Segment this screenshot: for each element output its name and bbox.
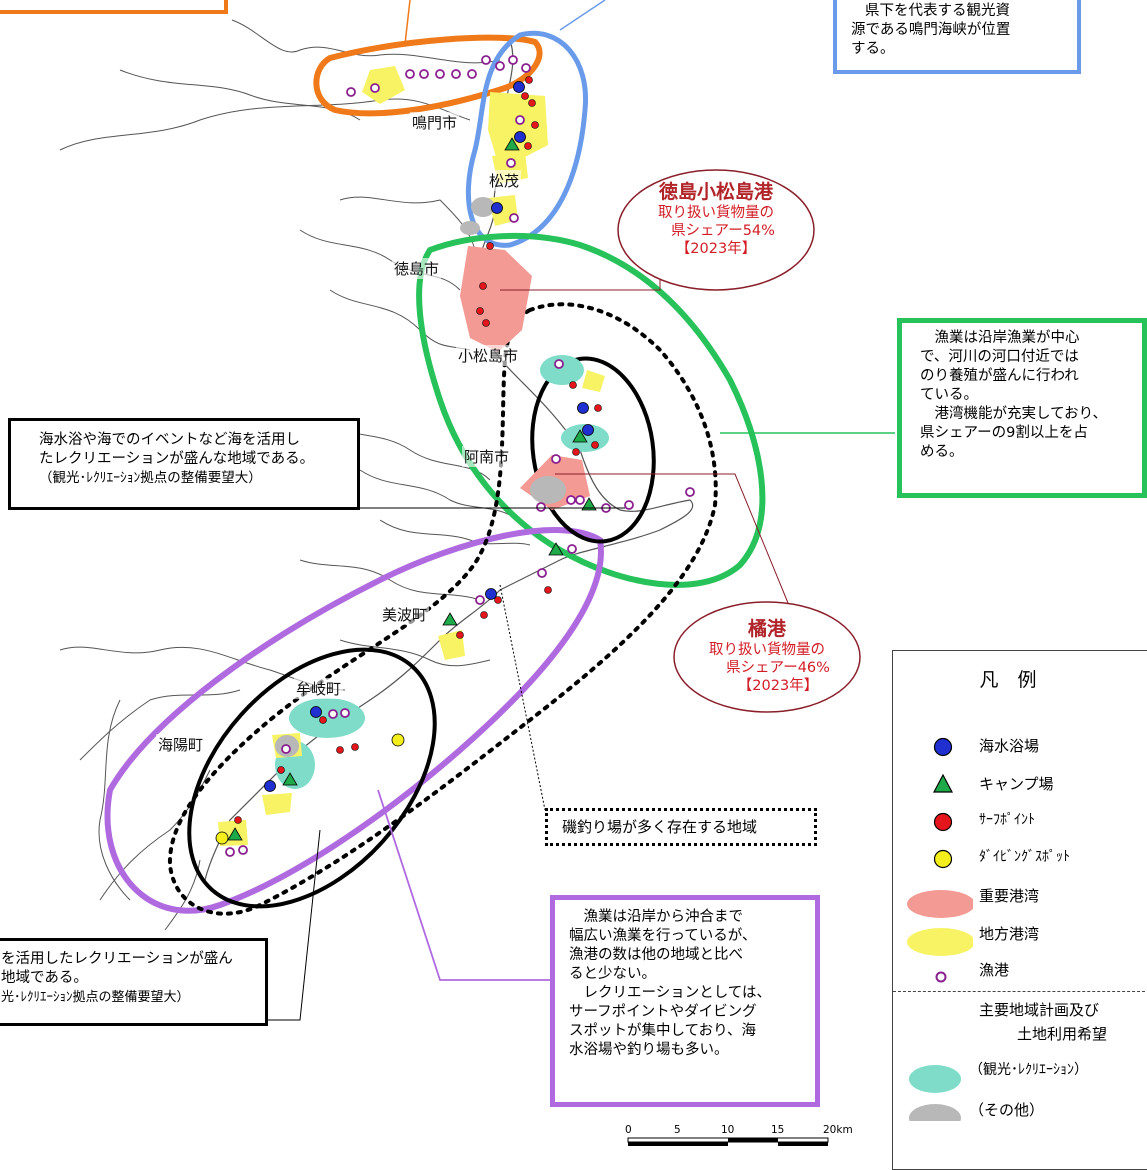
fishing-north-line: のり養殖が盛んに行われ xyxy=(920,368,1079,384)
komatsushima-port-share: 県シェアー54% xyxy=(671,223,775,239)
fishing-south-line: 漁港の数は他の地域と比べ xyxy=(569,947,743,963)
other-zone-icon xyxy=(909,1104,961,1121)
tachibana-port-line1: 取り扱い貨物量の xyxy=(709,642,825,658)
fishing-north-callout: 漁業は沿岸漁業が中心 で、河川の河口付近では のり養殖が盛んに行われ ている。 … xyxy=(897,318,1147,498)
legend-diving-label: ﾀﾞｲﾋﾞﾝｸﾞｽﾎﾟｯﾄ xyxy=(979,849,1070,865)
recreation-south-line: 光･ﾚｸﾘｴｰｼｮﾝ拠点の整備要望大） xyxy=(1,990,190,1005)
map-legend: 凡 例 海水浴場 キャンプ場 ｻｰﾌﾎﾟｲﾝﾄ ﾀﾞｲﾋﾞﾝｸﾞｽﾎﾟｯﾄ 重要… xyxy=(892,650,1147,1170)
strait-callout-line: 県下を代表する観光資 xyxy=(865,3,1010,19)
legend-fishing-port-label: 漁港 xyxy=(979,961,1010,979)
recreation-mid-callout: 海水浴や海でのイベントなど海を活用し たレクリエーションが盛んな地域である。 （… xyxy=(8,418,360,510)
town-matsushige-label: 松茂 xyxy=(487,170,522,191)
recreation-area-outline-south xyxy=(187,647,437,909)
strait-area-outline xyxy=(466,30,589,248)
surf-icon xyxy=(933,812,953,832)
tourism-zone-icon xyxy=(909,1065,961,1093)
major-port-icon xyxy=(907,890,973,918)
fishing-south-callout: 漁業は沿岸から沖合まで 幅広い漁業を行っているが、 漁港の数は他の地域と比べ る… xyxy=(550,895,820,1107)
komatsushima-port-oval xyxy=(617,169,815,291)
legend-tourism-label: （観光･ﾚｸﾘｴｰｼｮﾝ） xyxy=(969,1062,1088,1078)
beach-icon xyxy=(933,737,953,757)
fishing-south-line: 幅広い漁業を行っているが、 xyxy=(569,928,757,944)
legend-major-port-label: 重要港湾 xyxy=(979,887,1040,905)
fishing-south-line: レクリエーションとしては、 xyxy=(583,985,771,1001)
naruto-callout-box xyxy=(0,0,228,14)
fishing-north-line: ている。 xyxy=(920,387,978,403)
scale-tick-label: 20km xyxy=(823,1124,853,1136)
legend-plan-heading-1: 主要地域計画及び xyxy=(979,1001,1100,1019)
fishing-south-line: 漁業は沿岸から沖合まで xyxy=(583,909,744,925)
strait-callout-line: 源である鳴門海峡が位置 xyxy=(851,22,1011,38)
camp-icon xyxy=(933,773,953,793)
fishing-south-line: サーフポイントやダイビング xyxy=(569,1004,757,1020)
anan-area-outline xyxy=(416,232,766,588)
diving-icon xyxy=(933,849,953,869)
fishing-south-line: 水浴場や釣り場も多い。 xyxy=(569,1042,729,1058)
tachibana-port-share: 県シェアー46% xyxy=(726,660,830,676)
legend-beach-label: 海水浴場 xyxy=(979,737,1040,755)
fishing-south-line: ると少ない。 xyxy=(569,966,656,982)
camps xyxy=(227,137,597,841)
scale-tick-label: 5 xyxy=(674,1124,681,1136)
recreation-mid-line: （観光･ﾚｸﾘｴｰｼｮﾝ拠点の整備要望大） xyxy=(39,470,262,486)
iso-fishing-text: 磯釣り場が多く存在する地域 xyxy=(562,818,758,836)
legend-plan-heading-2: 土地利用希望 xyxy=(1017,1025,1108,1043)
komatsushima-port-label: 徳島小松島港 取り扱い貨物量の 県シェアー54% 【2023年】 xyxy=(630,180,802,258)
fishing-north-line: 県シェアーの9割以上を占 xyxy=(920,425,1088,441)
tachibana-port-name: 橘港 xyxy=(747,618,786,640)
recreation-mid-line: 海水浴や海でのイベントなど海を活用し xyxy=(39,432,300,448)
tachibana-port-oval xyxy=(673,601,861,713)
komatsushima-port-line1: 取り扱い貨物量の xyxy=(658,205,774,221)
fishing-north-line: で、河川の河口付近では xyxy=(920,349,1079,365)
komatsushima-port-name: 徳島小松島港 xyxy=(658,181,773,203)
recreation-south-callout: を活用したレクリエーションが盛ん 地域である。 光･ﾚｸﾘｴｰｼｮﾝ拠点の整備要… xyxy=(0,938,268,1026)
legend-divider xyxy=(893,991,1147,992)
naruto-area-outline xyxy=(313,34,543,117)
town-naruto-label: 鳴門市 xyxy=(410,112,460,133)
tachibana-port-year: 【2023年】 xyxy=(737,678,819,694)
fishing-ports xyxy=(225,55,695,857)
town-minami-label: 美波町 xyxy=(380,604,430,625)
komatsushima-port-year: 【2023年】 xyxy=(675,241,757,257)
legend-surf-label: ｻｰﾌﾎﾟｲﾝﾄ xyxy=(979,812,1035,828)
fishing-port-icon xyxy=(935,971,947,983)
fishing-north-line: める。 xyxy=(920,444,964,460)
town-komatsushima-label: 小松島市 xyxy=(456,345,521,366)
legend-other-label: （その他） xyxy=(969,1101,1045,1119)
fishing-north-line: 漁業は沿岸漁業が中心 xyxy=(934,330,1080,346)
beaches xyxy=(264,81,594,792)
tachibana-port-label: 橘港 取り扱い貨物量の 県シェアー46% 【2023年】 xyxy=(686,617,848,695)
town-anan-label: 阿南市 xyxy=(462,446,512,467)
legend-local-port-label: 地方港湾 xyxy=(979,925,1040,943)
local-port-icon xyxy=(907,928,973,956)
scale-tick-label: 10 xyxy=(721,1124,735,1136)
town-kaiyo-label: 海陽町 xyxy=(156,734,206,755)
diving-spots xyxy=(215,733,405,845)
recreation-south-line: 地域である。 xyxy=(1,970,88,986)
legend-title: 凡 例 xyxy=(979,669,1037,691)
leader-lines xyxy=(265,0,895,1021)
town-tokushima-label: 徳島市 xyxy=(392,258,442,279)
town-mugi-label: 牟岐町 xyxy=(294,678,344,699)
strait-callout-box: 県下を代表する観光資 源である鳴門海峡が位置 する。 xyxy=(833,0,1081,74)
scale-tick-label: 0 xyxy=(625,1124,632,1136)
south-area-outline xyxy=(104,527,604,914)
strait-callout-line: する。 xyxy=(851,41,895,57)
recreation-mid-line: たレクリエーションが盛んな地域である。 xyxy=(39,451,315,467)
legend-symbols xyxy=(907,737,973,1121)
fishing-north-line: 港湾機能が充実しており、 xyxy=(934,406,1108,422)
scale-bar xyxy=(627,1137,829,1146)
legend-camp-label: キャンプ場 xyxy=(979,775,1054,793)
scale-tick-label: 15 xyxy=(771,1124,785,1136)
recreation-area-outline-north xyxy=(530,356,656,544)
surf-points xyxy=(234,76,602,824)
fishing-south-line: スポットが集中しており、海 xyxy=(569,1023,757,1039)
recreation-south-line: を活用したレクリエーションが盛ん xyxy=(1,951,233,967)
iso-fishing-callout: 磯釣り場が多く存在する地域 xyxy=(545,808,817,846)
